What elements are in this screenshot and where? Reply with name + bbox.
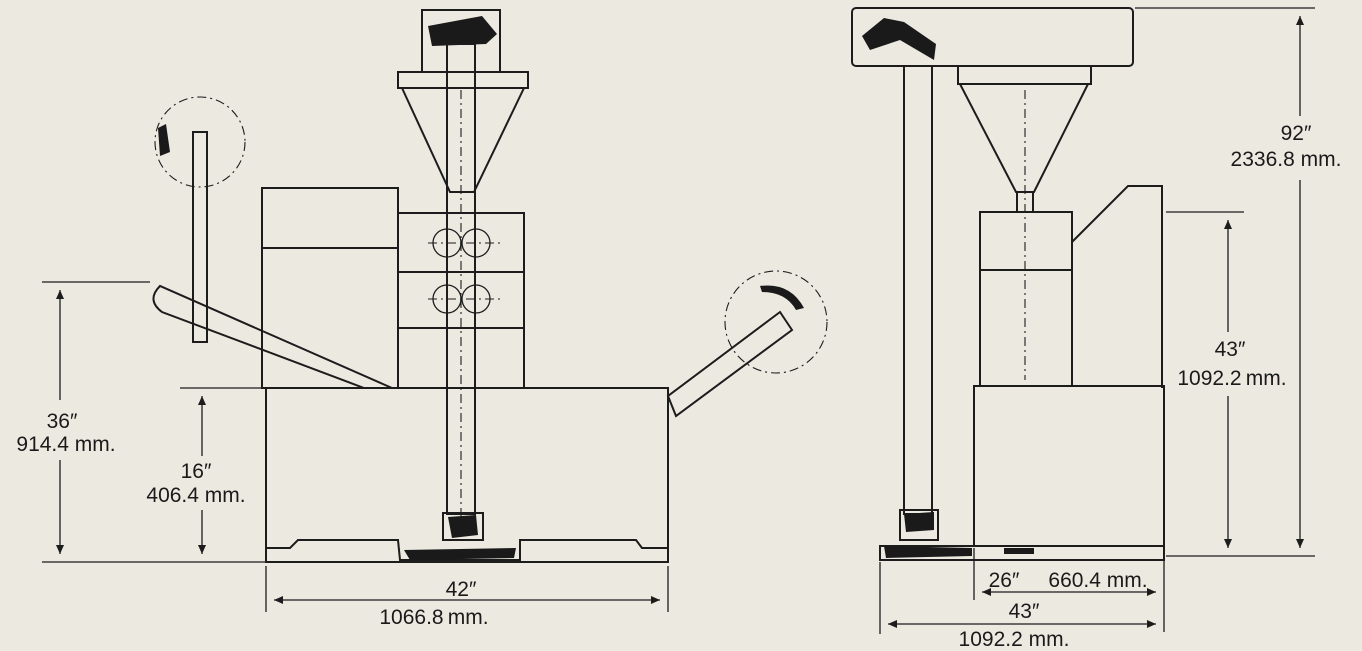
side-column	[903, 65, 933, 515]
side-head-shading	[862, 18, 936, 60]
front-right-arm	[666, 310, 794, 418]
dim-36-metric: 914.4 mm.	[16, 433, 115, 456]
front-column-foot	[442, 512, 484, 541]
dim-16-imperial: 16″	[181, 460, 212, 483]
dim-36-imperial: 36″	[47, 410, 78, 433]
front-head-block	[421, 9, 501, 73]
dim-43h-imperial: 43″	[1215, 338, 1246, 361]
front-right-reel-shading	[760, 285, 804, 310]
dim-43h-metric: 1092.2 mm.	[1177, 367, 1286, 390]
dim-43d-imperial: 43″	[1009, 600, 1040, 623]
side-upper-unit	[979, 211, 1073, 387]
front-reel-stand	[192, 131, 208, 343]
side-base-shading	[884, 546, 972, 558]
side-view	[851, 7, 1315, 634]
dim-43d-metric: 1092.2 mm.	[959, 628, 1070, 651]
front-left-reel	[154, 96, 246, 188]
front-discharge-chute	[152, 284, 393, 389]
side-chute-guard	[1071, 185, 1163, 388]
side-hopper-rim	[957, 65, 1092, 85]
dim-16-metric: 406.4 mm.	[146, 484, 245, 507]
dim-42-metric: 1066.8 mm.	[379, 606, 488, 629]
front-left-reel-shading	[158, 124, 170, 156]
dim-26-imperial: 26″	[989, 569, 1020, 592]
front-foot-shading	[448, 515, 478, 538]
front-right-reel	[724, 270, 828, 374]
dim-26-metric: 660.4 mm.	[1048, 569, 1147, 592]
front-floor-shading	[404, 548, 516, 560]
dim-92-imperial: 92″	[1281, 122, 1312, 145]
side-base-shading-2	[1004, 548, 1034, 554]
side-column-foot	[899, 509, 939, 541]
front-view	[42, 9, 828, 612]
side-hopper-cone	[959, 83, 1089, 193]
dim-92-metric: 2336.8 mm.	[1231, 148, 1342, 171]
front-hopper-cone	[401, 87, 525, 193]
dim-42-imperial: 42″	[446, 578, 477, 601]
side-foot-shading	[904, 512, 934, 532]
front-head-shading	[428, 16, 497, 46]
side-lower-cabinet	[973, 385, 1165, 547]
front-hopper-rim	[397, 71, 529, 89]
